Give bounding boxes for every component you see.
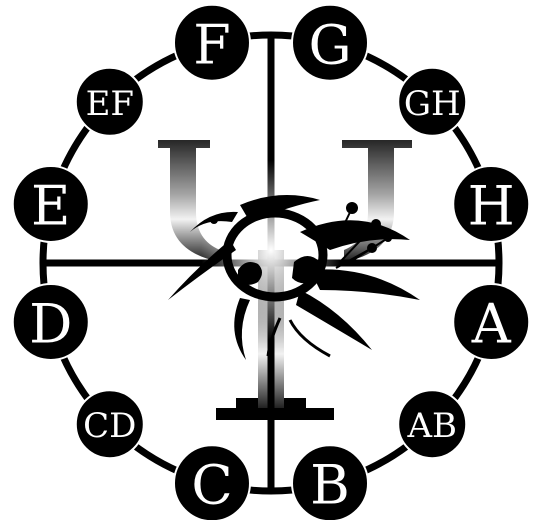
- note-label: AB: [406, 406, 457, 446]
- note-node-gh: GH: [398, 68, 466, 136]
- note-label: GH: [404, 84, 461, 124]
- note-node-c: C: [174, 445, 250, 520]
- note-label: E: [31, 174, 70, 237]
- note-node-b: B: [292, 445, 368, 520]
- note-node-d: D: [13, 284, 89, 360]
- note-label: G: [308, 13, 351, 76]
- note-node-e: E: [13, 166, 89, 242]
- note-label: CD: [83, 406, 136, 446]
- note-label: C: [191, 454, 232, 517]
- note-label: H: [468, 174, 515, 237]
- note-node-g: G: [292, 5, 368, 81]
- note-node-ef: EF: [76, 68, 144, 136]
- note-node-a: A: [453, 284, 529, 360]
- note-label: D: [29, 293, 72, 356]
- note-label: A: [471, 293, 512, 356]
- note-label: EF: [86, 84, 134, 124]
- note-node-f: F: [174, 5, 250, 81]
- note-node-h: H: [453, 166, 529, 242]
- note-label: B: [310, 454, 350, 517]
- note-label: F: [193, 13, 230, 76]
- note-node-cd: CD: [76, 390, 144, 458]
- note-node-ab: AB: [398, 390, 466, 458]
